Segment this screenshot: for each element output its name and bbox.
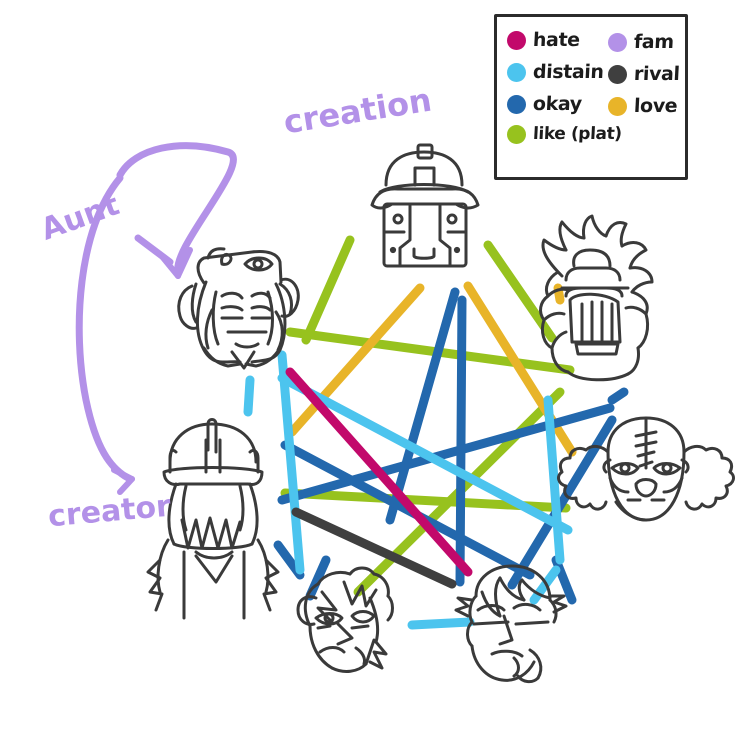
legend-dot-okay — [507, 94, 526, 114]
legend-label-okay: okay — [532, 93, 583, 115]
legend-dot-love — [607, 96, 627, 116]
legend-dot-distain — [507, 62, 526, 82]
creator-arrowhead-a — [111, 467, 135, 482]
legend-dot-like-plat — [507, 124, 526, 144]
legend-item-like-plat[interactable]: like (plat) — [507, 121, 687, 147]
edge-love-1 — [287, 283, 425, 437]
legend-item-distain[interactable]: distain — [507, 59, 604, 85]
edge-distain-1 — [277, 350, 305, 575]
legend-dot-fam — [607, 32, 627, 52]
creation-arrow-path — [116, 142, 237, 276]
legend-column-left: hate distain okay — [507, 27, 604, 119]
legend-label-love: love — [633, 95, 678, 117]
legend-item-hate[interactable]: hate — [507, 27, 604, 53]
legend-label-like-plat: like (plat) — [532, 124, 623, 144]
legend-columns: hate distain okay fam rival — [507, 27, 680, 119]
edge-okay-stub-d — [551, 555, 577, 605]
edge-like-2 — [483, 240, 557, 343]
edge-okay-stub-b — [607, 387, 629, 405]
legend-dot-hate — [507, 30, 526, 50]
character-drawings — [146, 143, 735, 684]
legend-label-hate: hate — [532, 29, 581, 51]
edge-hate-1 — [285, 367, 473, 577]
character-block-face — [370, 143, 480, 268]
legend-item-fam[interactable]: fam — [607, 29, 680, 55]
creation-arrowhead-b — [175, 247, 193, 279]
legend-label-distain: distain — [532, 61, 605, 83]
creator-arrowhead-b — [117, 476, 135, 495]
edge-okay-3 — [277, 403, 615, 505]
character-spiky-mask — [539, 214, 654, 382]
legend-column-right: fam rival love — [607, 27, 680, 119]
relationship-legend: hate distain okay fam rival — [494, 14, 688, 180]
relationship-edges — [243, 235, 629, 630]
legend-item-rival[interactable]: rival — [607, 61, 680, 87]
legend-label-fam: fam — [633, 31, 674, 53]
edge-rival-1 — [291, 507, 457, 589]
character-fringe-face — [454, 564, 568, 684]
edge-distain-3 — [407, 617, 475, 630]
edge-distain-4 — [543, 395, 565, 565]
annotation-arrows — [75, 142, 237, 495]
legend-dot-rival — [607, 64, 627, 84]
character-puff-hair — [557, 416, 735, 522]
legend-label-rival: rival — [633, 63, 680, 85]
creator-arrow-path — [75, 174, 132, 482]
character-helmet-tall — [146, 418, 280, 620]
edge-like-3 — [285, 327, 575, 375]
edge-like-1 — [301, 235, 355, 345]
edge-distain-stub-a — [243, 375, 255, 417]
character-tilt-face — [296, 566, 394, 673]
legend-item-love[interactable]: love — [607, 93, 680, 119]
aunt-tick — [134, 234, 174, 266]
edge-distain-2 — [277, 373, 573, 535]
legend-item-okay[interactable]: okay — [507, 91, 604, 117]
edge-okay-1 — [385, 287, 460, 525]
character-eye-hat — [177, 247, 300, 370]
